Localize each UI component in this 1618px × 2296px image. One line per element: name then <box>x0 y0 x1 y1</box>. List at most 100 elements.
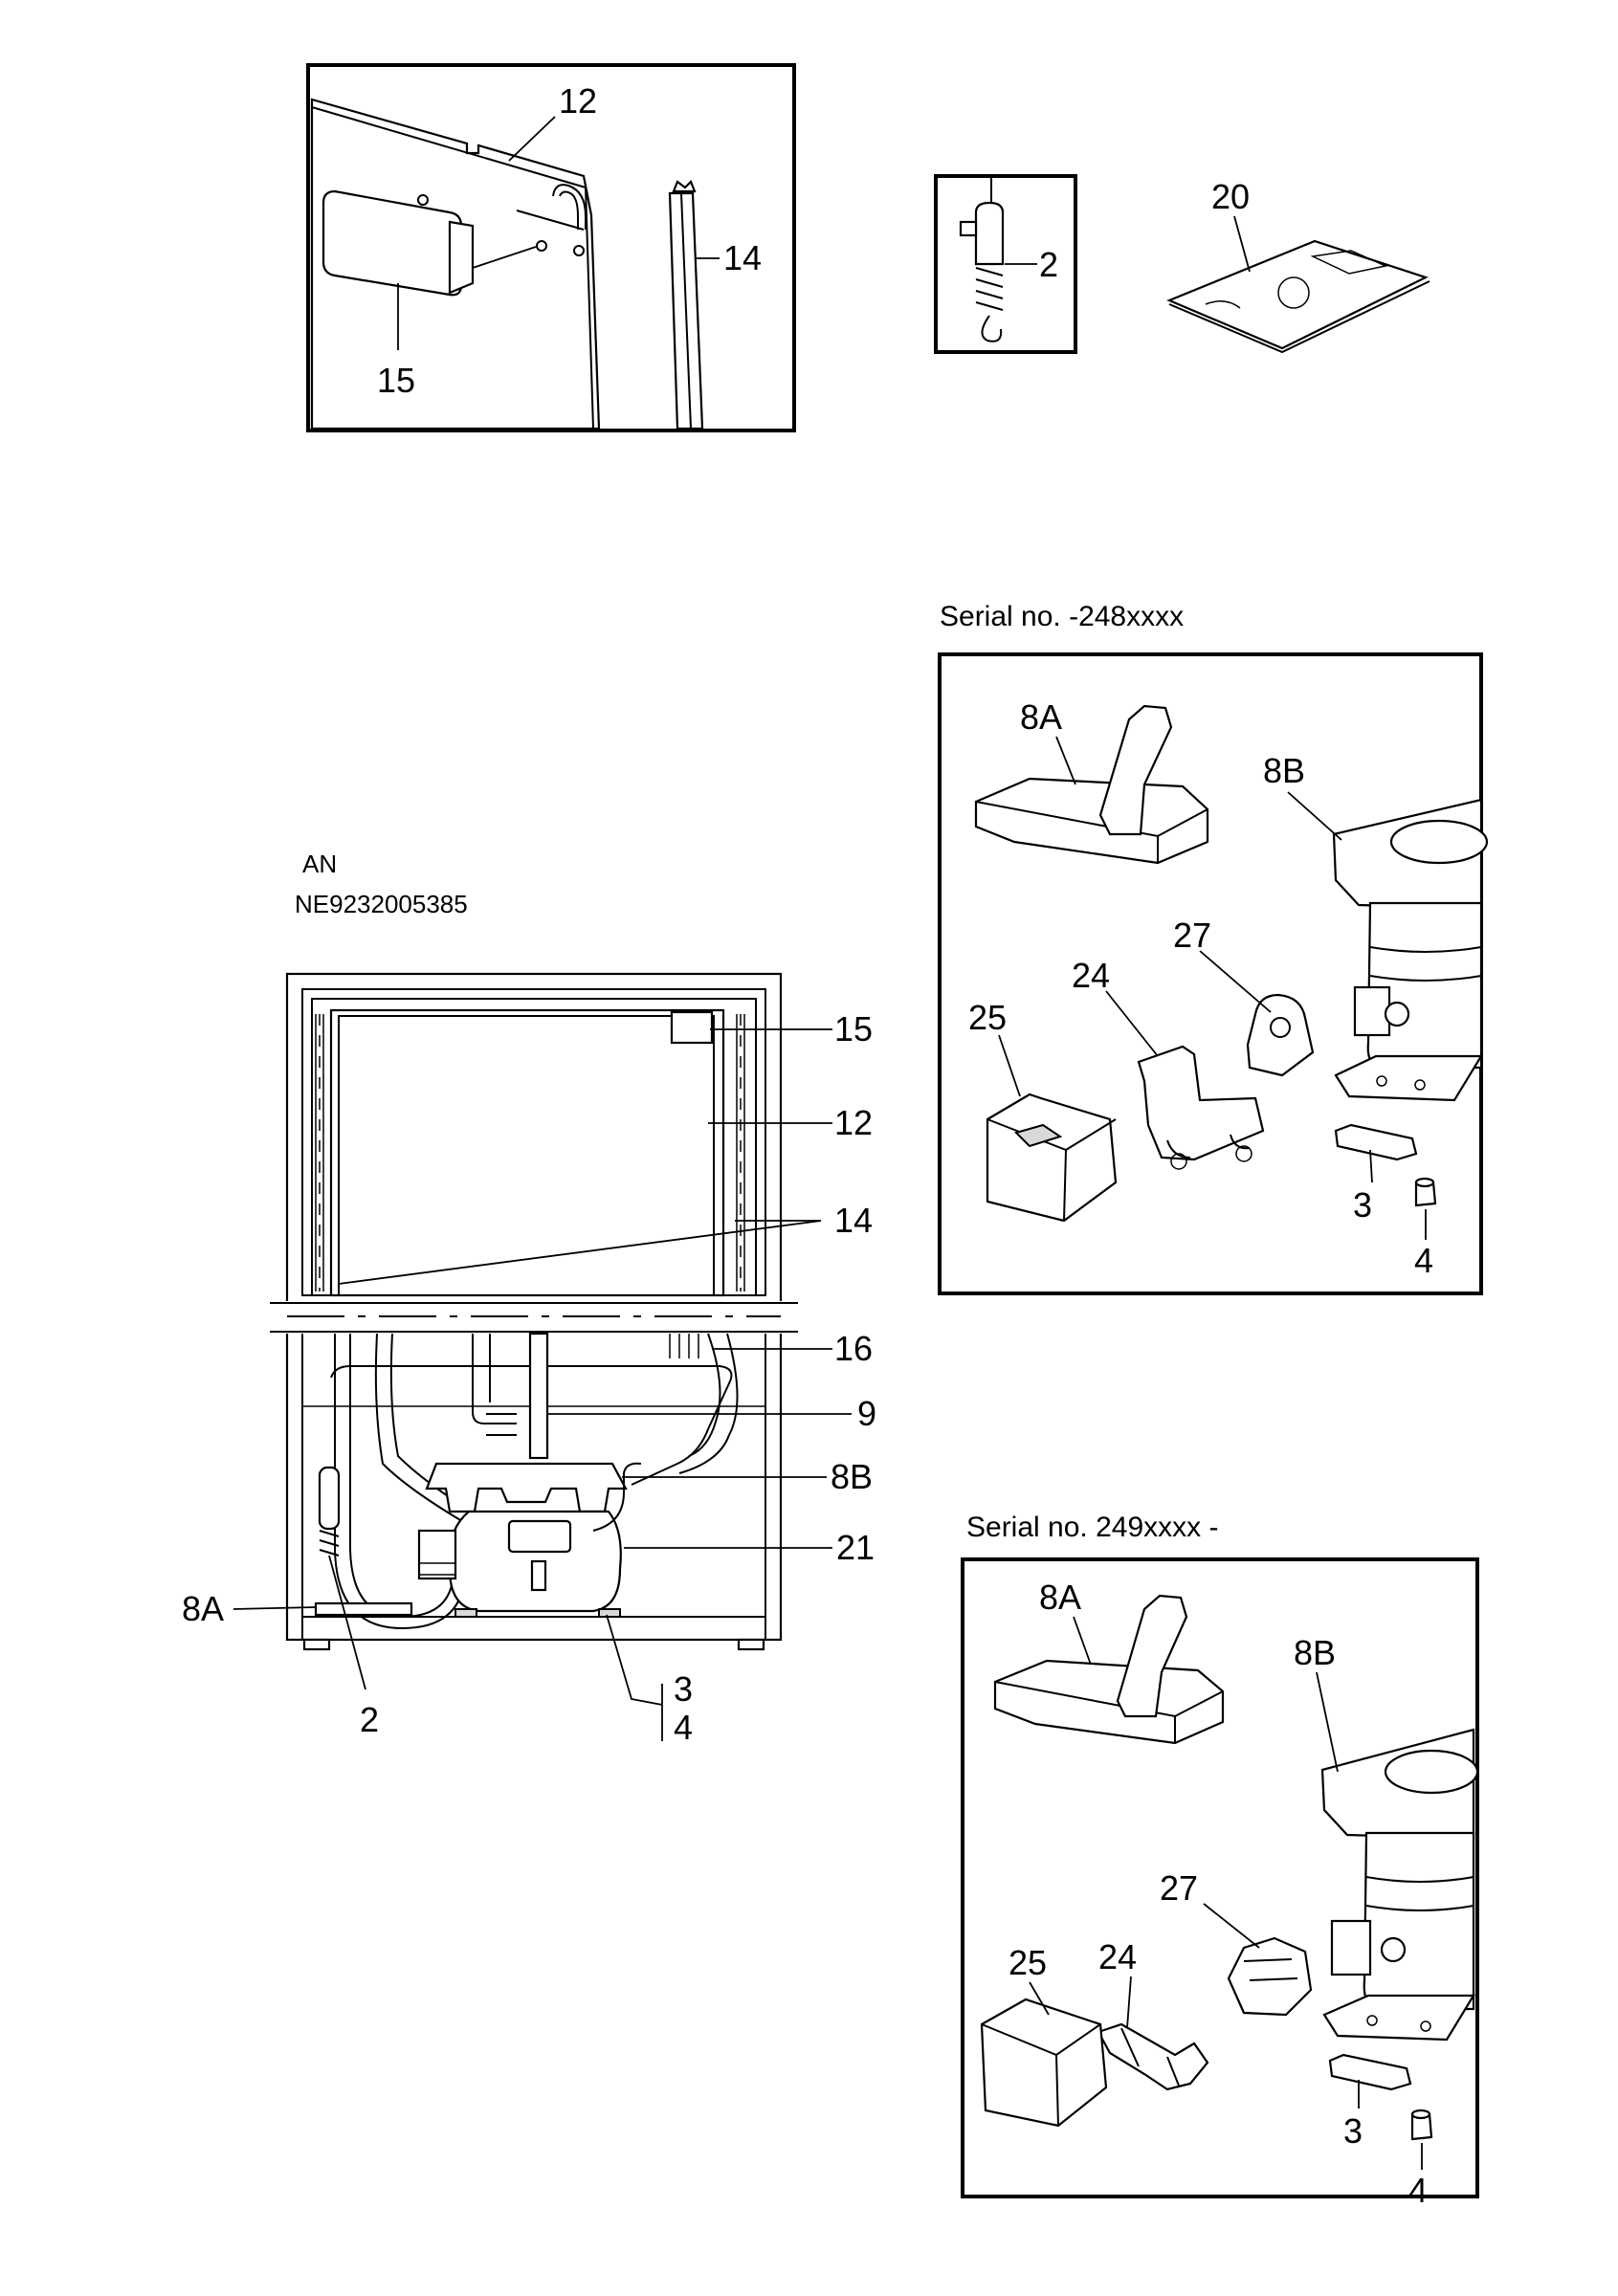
start-relay-plug <box>418 1562 456 1576</box>
s2-drip-tray-bowl <box>1384 1749 1479 1795</box>
s2-overload-27 <box>1227 1936 1313 2017</box>
drip-tray-8B <box>425 1462 628 1513</box>
door-detail-frame <box>306 63 796 432</box>
base-tray-8A <box>314 1601 413 1617</box>
s2-compressor-bands <box>1365 1876 1474 1911</box>
s1-relay-coil <box>1235 1145 1252 1162</box>
callout-main-8A: 8A <box>182 1589 224 1628</box>
sensor-bulb <box>974 201 1005 266</box>
break-band-gap <box>268 1301 800 1334</box>
s2-callout-24: 24 <box>1098 1937 1137 1976</box>
s1-terminal-pin <box>1384 1001 1410 1027</box>
gasket-top <box>672 180 697 193</box>
s2-leader-24 <box>1126 1976 1132 2029</box>
foot-right <box>737 1638 765 1651</box>
s1-relay-coil <box>1170 1153 1187 1170</box>
s2-relay-detail <box>1120 2027 1180 2086</box>
leader-main-3-4 <box>606 1614 663 1706</box>
s1-compressor-foot <box>1334 1054 1483 1102</box>
callout-main-2: 2 <box>360 1700 379 1739</box>
panel-edge-line <box>311 106 587 188</box>
s1-callout-24: 24 <box>1072 956 1110 995</box>
s1-cover-edges <box>986 1118 1117 1222</box>
cabinet-rear-view: 15 12 14 16 9 8B 21 8A 2 3 4 <box>182 972 876 1747</box>
hinge-cable <box>552 184 587 230</box>
serial-caption-top: Serial no. -248xxxx <box>940 601 1184 632</box>
manual-booklet <box>1166 239 1429 350</box>
s2-compressor-body <box>1363 1831 1475 2011</box>
s2-callout-4: 4 <box>1408 2171 1428 2210</box>
s2-leader-8A <box>1073 1616 1092 1666</box>
callout-main-12: 12 <box>834 1103 873 1142</box>
manual-cover-art <box>1310 250 1388 275</box>
callout-15: 15 <box>377 361 415 400</box>
thermostat-detail-panel: 2 <box>934 174 1077 354</box>
cabinet-base <box>301 1616 766 1641</box>
s1-callout-4: 4 <box>1414 1241 1433 1280</box>
gasket-dashes <box>319 1014 742 1292</box>
foot-left <box>302 1638 331 1651</box>
manual-thickness <box>1168 280 1430 354</box>
s2-foot-hole <box>1420 2020 1431 2032</box>
s1-callout-25: 25 <box>968 998 1007 1037</box>
s1-compressor-bands <box>1369 946 1482 982</box>
grommet-left <box>454 1608 477 1618</box>
manual-cover-scribble <box>1205 300 1241 309</box>
s1-leader-24 <box>1105 990 1159 1057</box>
s2-spacer-3 <box>1328 2053 1412 2091</box>
condenser-tube-b <box>688 1333 721 1457</box>
s2-relay-cover-25 <box>980 1998 1108 2128</box>
s2-leader-25 <box>1029 1981 1050 2016</box>
callout-main-9: 9 <box>857 1394 876 1433</box>
s1-callout-8A: 8A <box>1020 697 1062 737</box>
hinge-cable-inner <box>559 190 579 230</box>
screw-hole <box>417 194 429 206</box>
sensor-coil <box>975 267 1004 311</box>
compressor-terminal <box>530 1559 547 1592</box>
callout-14: 14 <box>723 238 762 277</box>
condenser-tube <box>330 1365 733 1486</box>
s1-cover-slot <box>1014 1123 1063 1148</box>
s2-callout-27: 27 <box>1160 1868 1198 1908</box>
screw-hole <box>573 245 585 256</box>
thermostat-sensor <box>318 1466 341 1531</box>
s1-relay-cover-25 <box>986 1093 1118 1223</box>
s2-tray-riser <box>1116 1594 1188 1718</box>
s2-grommet-top <box>1410 2108 1431 2120</box>
panel-12-inset <box>338 1015 715 1296</box>
s2-compressor-foot <box>1322 1994 1475 2042</box>
condenser-fins <box>669 1334 699 1358</box>
condenser-tube-c <box>678 1333 739 1474</box>
s1-callout-27: 27 <box>1173 916 1211 955</box>
s2-start-relay-24 <box>1097 2022 1209 2091</box>
gasket-channels <box>315 1014 745 1292</box>
s1-compressor-terminal <box>1353 985 1391 1037</box>
s1-tray-edges <box>975 801 1208 863</box>
s1-leader-25 <box>998 1034 1021 1097</box>
serial-panel-new-frame <box>961 1557 1479 2198</box>
leader-main-2 <box>328 1555 366 1690</box>
s1-overload-27 <box>1246 993 1315 1077</box>
callout-main-8B: 8B <box>831 1457 873 1496</box>
leader-12 <box>508 116 556 162</box>
callout-20: 20 <box>1211 177 1250 216</box>
s1-grommet-top <box>1414 1177 1435 1188</box>
callout-main-3: 3 <box>674 1669 693 1709</box>
s2-callout-8A: 8A <box>1039 1578 1081 1617</box>
callout-main-15: 15 <box>834 1009 873 1049</box>
leader-main-8A <box>233 1606 317 1610</box>
s1-leader-8B <box>1287 791 1342 841</box>
drain-bracket <box>486 1413 517 1436</box>
callout-main-4: 4 <box>674 1708 693 1747</box>
leader-20 <box>1233 215 1251 273</box>
user-manual: 20 <box>1166 177 1430 354</box>
s1-drip-tray-bowl <box>1389 819 1489 865</box>
drain-tube <box>472 1334 517 1424</box>
s1-leader-8A <box>1055 736 1076 785</box>
panel-slot <box>516 210 585 231</box>
serial-caption-bottom: Serial no. 249xxxx - <box>966 1512 1218 1543</box>
grommet-right <box>598 1608 621 1618</box>
leader-main-14a <box>338 1220 822 1285</box>
s2-overload-detail <box>1243 1958 1298 1981</box>
